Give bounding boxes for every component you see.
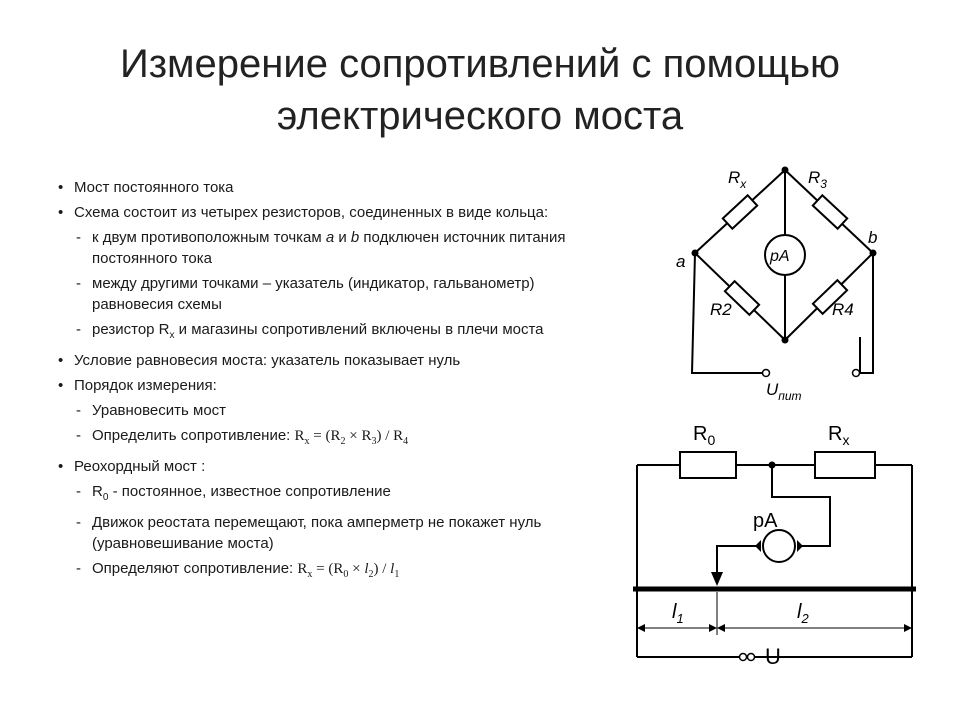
dim-arrow-1r xyxy=(709,624,717,632)
label-u: U xyxy=(765,644,781,669)
label-r2: R2 xyxy=(710,300,732,319)
ammeter-symbol xyxy=(762,529,796,563)
dim-arrow-2r xyxy=(904,624,912,632)
dim-arrow-2l xyxy=(717,624,725,632)
slide-wire-circuit-diagram: R0 Rx pA l1 l2 U xyxy=(633,423,916,669)
label-r4: R4 xyxy=(832,300,854,319)
meter-arrow-left xyxy=(755,540,761,552)
resistor-rx xyxy=(721,193,759,231)
bridge-circuit-diagram: Rx R3 R2 R4 pA a b Uпит xyxy=(676,166,877,403)
resistor-r4 xyxy=(811,278,849,316)
label-r3: R3 xyxy=(808,168,827,191)
title-line-1: Измерение сопротивлений с помощью xyxy=(119,42,841,86)
resistor-rx xyxy=(814,451,876,479)
formula-slide-wire: Rx = (R0 × l2) / l1 xyxy=(297,561,400,580)
subbullet-indicator: между другими точками – указатель (индик… xyxy=(54,273,594,315)
bullet-list: Мост постоянного тока Схема состоит из ч… xyxy=(54,177,594,589)
supply-terminal-left xyxy=(738,652,748,662)
bullet-dc-bridge: Мост постоянного тока xyxy=(54,177,594,198)
node-top-junction xyxy=(768,461,776,469)
label-rx-2: Rx xyxy=(828,423,849,448)
bullet-scheme: Схема состоит из четырех резисторов, сое… xyxy=(54,202,594,223)
terminal-left xyxy=(761,368,771,378)
subbullet-balance-bridge: Уравновесить мост xyxy=(54,400,594,421)
subbullet-power: к двум противоположным точкам a и b подк… xyxy=(54,227,594,269)
slider-arrow xyxy=(711,572,723,586)
subbullet-slider: Движок реостата перемещают, пока амперме… xyxy=(54,512,594,554)
label-l1: l1 xyxy=(672,601,684,626)
node-bottom xyxy=(781,336,789,344)
node-a xyxy=(691,249,699,257)
node-b xyxy=(869,249,877,257)
label-a: a xyxy=(676,252,685,271)
resistor-r3 xyxy=(811,193,849,231)
terminal-right xyxy=(851,368,861,378)
supply-terminal-right xyxy=(746,652,756,662)
bullet-procedure: Порядок измерения: xyxy=(54,375,594,396)
resistor-r2 xyxy=(723,279,761,317)
slide-title: Измерение сопротивлений с помощью электр… xyxy=(60,38,900,142)
subbullet-resistor: резистор Rx и магазины сопротивлений вкл… xyxy=(54,319,594,346)
galvanometer-symbol xyxy=(764,234,806,276)
title-line-2: электрического моста xyxy=(276,94,684,138)
resistor-r0 xyxy=(679,451,737,479)
bullet-slide-wire: Реохордный мост : xyxy=(54,456,594,477)
label-pa: pA xyxy=(769,248,790,265)
bullet-balance: Условие равновесия моста: указатель пока… xyxy=(54,350,594,371)
meter-arrow-right xyxy=(797,540,803,552)
label-b: b xyxy=(868,228,877,247)
label-u-supply: Uпит xyxy=(766,380,802,403)
label-r0: R0 xyxy=(693,423,715,448)
subbullet-formula-1: Определить сопротивление: Rx = (R2 × R3)… xyxy=(54,425,594,452)
label-pa-2: pA xyxy=(753,510,778,532)
dim-arrow-1l xyxy=(637,624,645,632)
subbullet-formula-2: Определяют сопротивление: Rx = (R0 × l2)… xyxy=(54,558,594,585)
label-l2: l2 xyxy=(797,601,809,626)
formula-bridge: Rx = (R2 × R3) / R4 xyxy=(294,428,409,447)
subbullet-r0: R0 - постоянное, известное сопротивление xyxy=(54,481,594,508)
label-rx: Rx xyxy=(728,168,747,191)
node-top xyxy=(781,166,789,174)
